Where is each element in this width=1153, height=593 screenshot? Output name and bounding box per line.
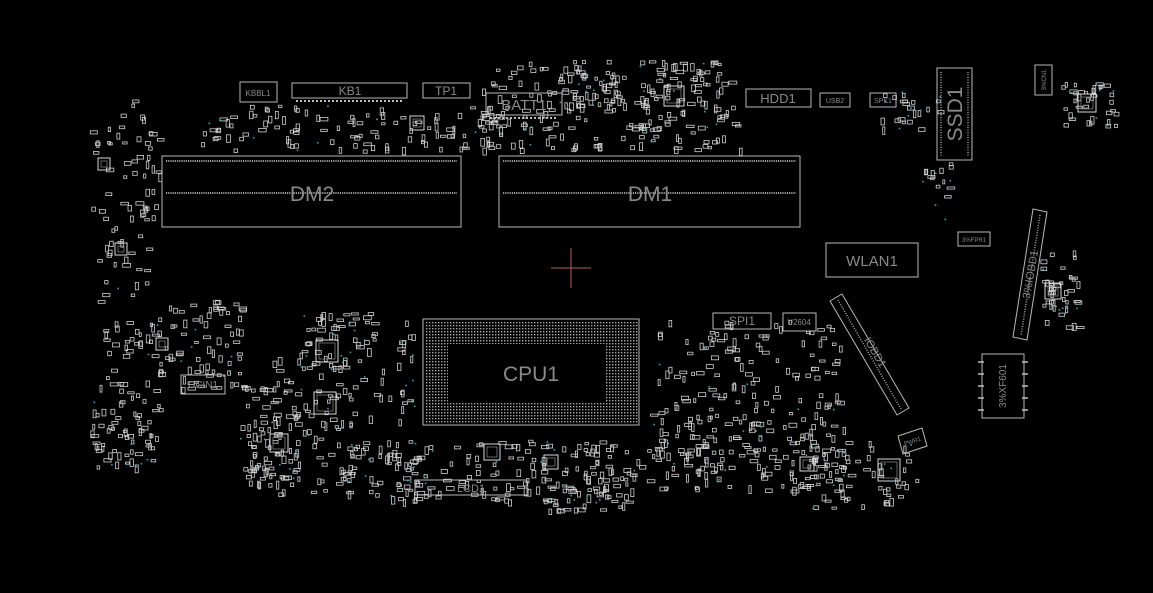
kb1-connector[interactable]: KB1: [291, 82, 408, 102]
batt1-connector[interactable]: BATT1: [485, 92, 563, 119]
usb2-connector[interactable]: USB2: [819, 92, 851, 108]
dm2-label: DM2: [290, 183, 334, 206]
spi1-chip[interactable]: SPI1: [712, 312, 772, 330]
top-right-label: 3%CN1: [1042, 69, 1048, 90]
ssd1-label: SSD1: [944, 87, 967, 142]
tp1-connector[interactable]: TP1: [422, 82, 471, 99]
dm2-slot[interactable]: DM2: [161, 155, 462, 228]
dcin1-connector[interactable]: DCIN1: [180, 374, 226, 395]
lcd1-connector[interactable]: LCD1: [414, 479, 528, 496]
ssd1-connector[interactable]: SSD1: [936, 67, 973, 161]
wlan1-label: WLAN1: [846, 253, 898, 270]
pwr-label: PWR1: [904, 436, 923, 447]
dcin1-label: DCIN1: [188, 380, 218, 391]
xf601-label: 3%XF601: [998, 364, 1009, 408]
hdd1-label: HDD1: [760, 91, 795, 106]
kb1-label: KB1: [339, 84, 362, 98]
xf601-chip[interactable]: 3%XF601: [978, 353, 1028, 419]
vias-layer: [93, 62, 1115, 510]
usb2-label: USB2: [826, 98, 844, 105]
crosshair-cursor: [551, 248, 591, 288]
cpu1-package[interactable]: CPU1: [422, 318, 640, 426]
fpr1-part[interactable]: 3%FPR1: [957, 231, 991, 247]
u2604-label: U2604: [787, 318, 811, 327]
wlan1-connector[interactable]: WLAN1: [825, 242, 919, 278]
pwr-connector[interactable]: PWR1: [897, 427, 928, 455]
spi1-label: SPI1: [729, 314, 755, 328]
u2604-chip[interactable]: U2604: [782, 312, 817, 332]
kbbl1-label: KBBL1: [246, 89, 271, 98]
hdd1-connector[interactable]: HDD1: [745, 88, 812, 108]
lcd1-label: LCD1: [457, 483, 485, 495]
batt1-label: BATT1: [501, 97, 547, 114]
fpr1-label: 3%FPR1: [962, 238, 987, 244]
tp1-label: TP1: [435, 84, 457, 98]
spk1-label: SPK1: [874, 98, 892, 105]
top-right-connector[interactable]: 3%CN1: [1034, 64, 1053, 96]
small-components-layer: [89, 59, 1120, 516]
dm1-label: DM1: [628, 183, 672, 206]
kbbl1-connector[interactable]: KBBL1: [239, 81, 278, 103]
dm1-slot[interactable]: DM1: [498, 155, 801, 228]
cpu1-label: CPU1: [503, 363, 559, 386]
spk1-connector[interactable]: SPK1: [869, 92, 897, 108]
